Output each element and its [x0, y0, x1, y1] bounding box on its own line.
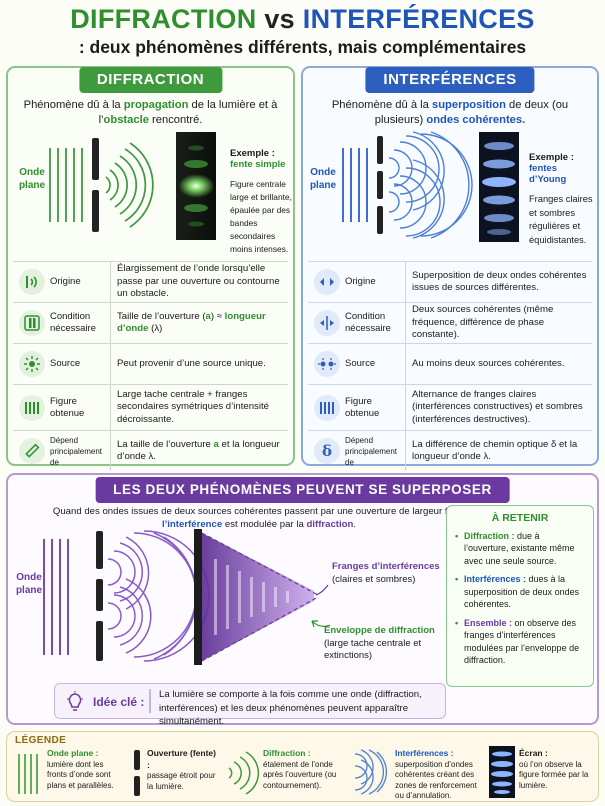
interferences-row-source: Source Au moins deux sources cohérentes.: [308, 343, 592, 384]
diffraction-intro: Phénomène dû à la propagation de la lumi…: [23, 99, 278, 126]
interferences-example-title: Exemple :: [529, 152, 574, 163]
diffraction-onde-label: Onde plane: [18, 167, 46, 191]
retenir-item: Ensemble : on observe des franges d’inte…: [455, 617, 585, 667]
diffraction-row-source: Source Peut provenir d’une source unique…: [13, 343, 288, 384]
multiple-sources-icon: [314, 351, 340, 377]
idee-cle-label: Idée clé :: [93, 695, 145, 709]
interferences-panel: INTERFÉRENCES Phénomène dû à la superpos…: [301, 66, 599, 471]
diffraction-wave-illustration: [49, 138, 154, 232]
slit-bottom: [92, 190, 99, 232]
legend-item-diffraction: Diffraction :étalement de l’onde après l…: [263, 748, 337, 790]
diffraction-example-desc: Figure centrale large et brillante, épau…: [230, 179, 292, 254]
interferences-table: Origine Superposition de deux ondes cohé…: [308, 261, 592, 471]
idee-cle-text: La lumière se comporte à la fois comme u…: [159, 689, 422, 727]
plane-wave-legend-icon: [18, 754, 38, 794]
interferences-row-condition: Condition nécessaire Deux sources cohére…: [308, 302, 592, 343]
legend-item-ecran: Écran :où l’on observe la figure formée …: [519, 748, 589, 790]
legend-item-onde-plane: Onde plane :lumière dont les fronts d’on…: [47, 748, 114, 790]
diffraction-legend-icon: [228, 751, 259, 795]
diffraction-heading: DIFFRACTION: [78, 67, 223, 93]
two-waves-icon: [314, 269, 340, 295]
interferences-legend-icon: [354, 749, 387, 795]
superposition-intro: Quand des ondes issues de deux sources c…: [52, 506, 466, 530]
diffraction-example-title: Exemple :: [230, 148, 275, 159]
franges-label: Franges d’interférences (claires et somb…: [332, 561, 440, 585]
legend-panel: LÉGENDE Onde plane :lumière dont les fro…: [6, 731, 599, 802]
legend-item-interferences: Interférences :superposition d’ondes coh…: [395, 748, 477, 800]
single-slit-screen: [176, 132, 216, 240]
legend-title: LÉGENDE: [15, 735, 67, 746]
fringes-pattern-icon: [19, 394, 45, 421]
diffraction-panel: DIFFRACTION Phénomène dû à la propagatio…: [6, 66, 295, 471]
a-retenir-box: À RETENIR Diffraction : due à l’ouvertur…: [446, 505, 594, 687]
title-vs: vs: [264, 4, 295, 34]
diffraction-table: Origine Élargissement de l’onde lorsqu’e…: [13, 261, 288, 471]
diffraction-row-origine: Origine Élargissement de l’onde lorsqu’e…: [13, 261, 288, 302]
interferences-row-figure: Figure obtenue Alternance de franges cla…: [308, 384, 592, 430]
diffraction-example: Exemple : fente simple Figure centrale l…: [230, 148, 294, 256]
title-interferences: INTERFÉRENCES: [302, 4, 535, 34]
diffraction-row-depend: Dépend principalement de La taille de l’…: [13, 430, 288, 471]
wave-origin-icon: [19, 269, 45, 295]
double-slit-screen: [479, 132, 519, 242]
interferences-onde-label: Onde plane: [309, 167, 337, 191]
coherent-sources-icon: [314, 310, 340, 336]
diffraction-row-condition: Condition nécessaire Taille de l’ouvertu…: [13, 302, 288, 343]
interferences-example-sub: fentes d’Young: [529, 163, 567, 185]
lightbulb-icon: [67, 691, 83, 711]
interferences-heading: INTERFÉRENCES: [365, 67, 535, 93]
single-source-icon: [19, 351, 45, 377]
ruler-icon: [19, 438, 45, 464]
legend-item-ouverture: Ouverture (fente) :passage étroit pour l…: [147, 748, 216, 791]
enveloppe-label: Enveloppe de diffraction (large tache ce…: [324, 625, 435, 661]
title-diffraction: DIFFRACTION: [70, 4, 257, 34]
page-title: DIFFRACTION vs INTERFÉRENCES: [0, 4, 605, 34]
diffraction-example-sub: fente simple: [230, 159, 286, 170]
a-retenir-title: À RETENIR: [491, 512, 549, 524]
fringes-pattern-icon: [314, 394, 340, 421]
superposition-panel: LES DEUX PHÉNOMÈNES PEUVENT SE SUPERPOSE…: [6, 473, 599, 727]
screen-legend-icon: [489, 746, 515, 798]
interferences-wave-illustration: [342, 131, 473, 239]
superposition-illustration: [43, 529, 331, 665]
interferences-example: Exemple : fentes d’Young Franges claires…: [529, 152, 595, 247]
slit-top: [92, 138, 99, 180]
interferences-row-depend: δ Dépend principalement de La différence…: [308, 430, 592, 471]
interferences-row-origine: Origine Superposition de deux ondes cohé…: [308, 261, 592, 302]
retenir-item: Interférences : dues à la superposition …: [455, 573, 585, 611]
retenir-item: Diffraction : due à l’ouverture, existan…: [455, 530, 585, 568]
slit-legend-icon: [134, 750, 140, 796]
idee-cle-box: Idée clé : La lumière se comporte à la f…: [54, 683, 446, 727]
page-subtitle: : deux phénomènes différents, mais compl…: [78, 37, 527, 57]
slit-condition-icon: [19, 310, 45, 336]
delta-icon: δ: [314, 438, 340, 464]
superposition-onde-label: Onde plane: [15, 572, 43, 596]
superposition-heading: LES DEUX PHÉNOMÈNES PEUVENT SE SUPERPOSE…: [95, 477, 510, 503]
interferences-example-desc: Franges claires et sombres régulières et…: [529, 194, 593, 245]
interferences-intro: Phénomène dû à la superposition de deux …: [331, 99, 569, 126]
diffraction-row-figure: Figure obtenue Large tache centrale + fr…: [13, 384, 288, 430]
